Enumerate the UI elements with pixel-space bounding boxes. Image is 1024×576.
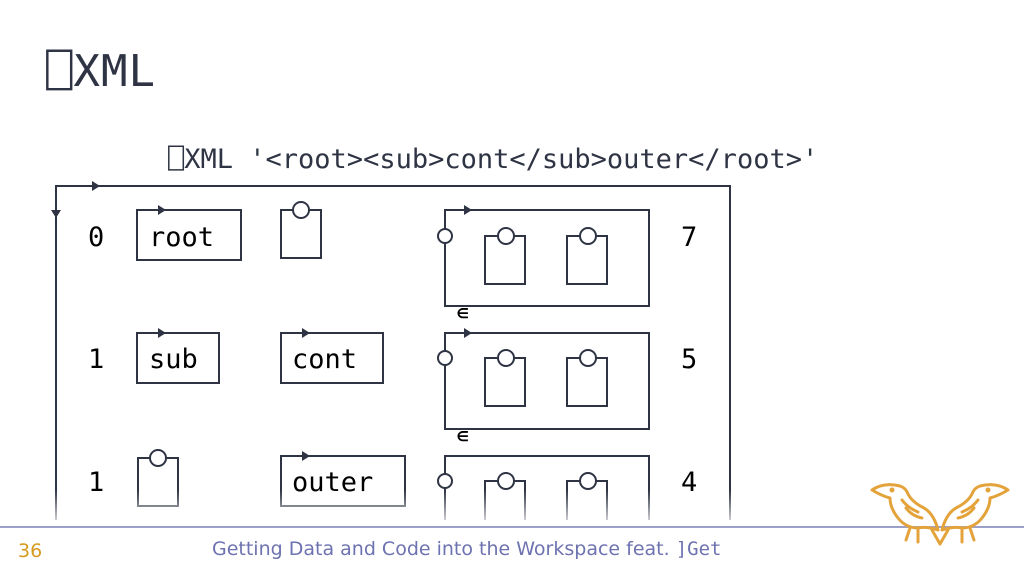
enclose-glyph: ∊ — [456, 424, 469, 449]
empty-marker — [149, 449, 167, 467]
xml-expression: ⎕XML '<root><sub>cont</sub>outer</root>' — [168, 144, 819, 175]
frame-arrow-right — [92, 181, 100, 191]
depth-cell: 1 — [88, 344, 104, 375]
footer-divider — [0, 526, 1024, 528]
attribute-box — [444, 209, 650, 520]
count-cell: 7 — [681, 222, 697, 253]
enclose-glyph: ∊ — [456, 301, 469, 326]
bottom-fade — [0, 490, 1024, 528]
element-name: sub — [149, 344, 198, 375]
count-cell: 5 — [681, 344, 697, 375]
frame-arrow-down — [51, 210, 61, 218]
footer-title: Getting Data and Code into the Workspace… — [212, 538, 721, 560]
depth-cell: 0 — [88, 222, 104, 253]
empty-marker — [292, 201, 310, 219]
twin-ravens-logo-icon — [870, 483, 1010, 546]
element-name: root — [149, 222, 214, 253]
footer-title-code: ]Get — [675, 538, 722, 560]
empty-marker — [437, 227, 597, 490]
content-text: cont — [292, 344, 357, 375]
footer-title-text: Getting Data and Code into the Workspace… — [212, 538, 676, 560]
slide-title: ⎕XML — [46, 46, 156, 97]
page-number: 36 — [18, 540, 43, 562]
